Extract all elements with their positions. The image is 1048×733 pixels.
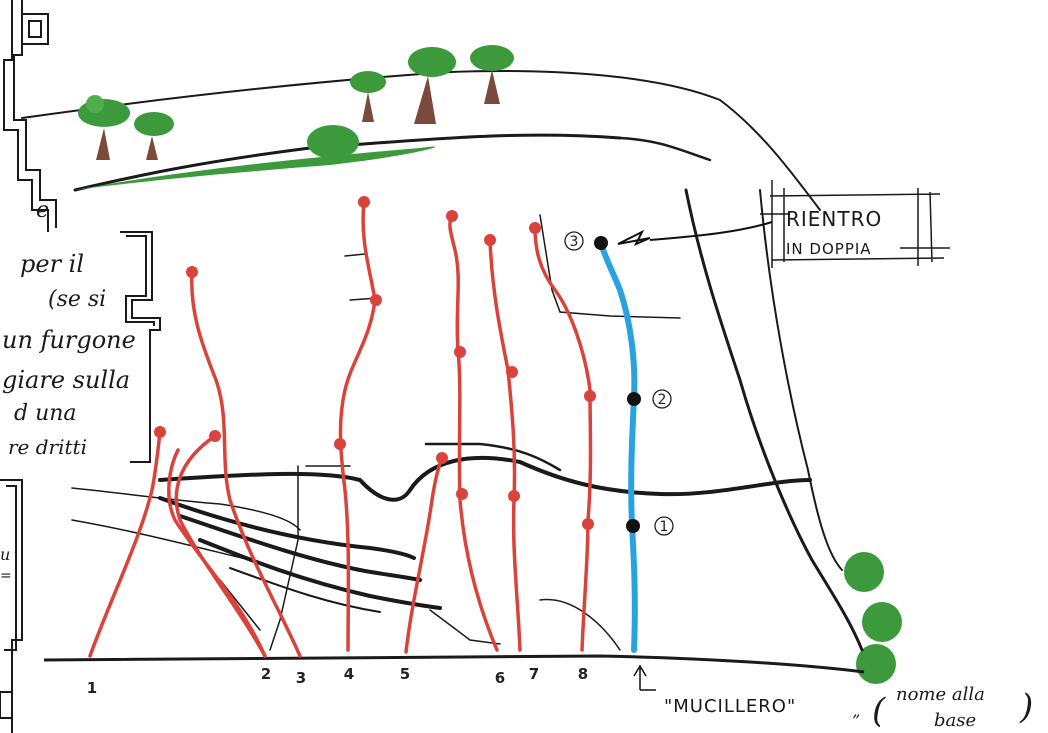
red-anchor-dots xyxy=(154,196,596,530)
route-anchor-dot xyxy=(446,210,458,222)
base-name-closing-mark: ” xyxy=(852,711,860,730)
belay-label-ring-3 xyxy=(564,231,584,251)
rientro-line-2: IN DOPPIA xyxy=(786,240,872,258)
bush-icon xyxy=(307,125,359,159)
route-numbers: 1 2 3 4 5 6 7 8 xyxy=(87,665,588,697)
route-number-6: 6 xyxy=(495,669,505,687)
route-anchor-dot xyxy=(154,426,166,438)
side-note-line-5: giare sulla xyxy=(2,366,130,394)
route-line-4 xyxy=(338,200,377,652)
base-note: "MUCILLERO" ” ( nome alla base ) xyxy=(633,664,1033,731)
side-note: e per il (se si un furgone giare sulla d… xyxy=(0,198,136,584)
route-anchor-dot xyxy=(484,234,496,246)
edge-fragment-2: = xyxy=(0,568,12,584)
belay-label-1: 1 xyxy=(660,519,669,535)
side-note-line-6: d una xyxy=(14,401,77,426)
route-anchor-dot xyxy=(436,452,448,464)
route-anchor-dot xyxy=(529,222,541,234)
trees xyxy=(78,45,902,684)
belay-label-ring-2 xyxy=(652,389,672,409)
tree-icon xyxy=(78,95,130,160)
ground-line xyxy=(43,654,865,674)
route-anchor-dot xyxy=(456,488,468,500)
belay-label-3: 3 xyxy=(570,234,579,250)
route-number-5: 5 xyxy=(400,665,410,683)
route-anchor-dot xyxy=(584,390,596,402)
arrow-up-icon xyxy=(633,664,656,691)
frame-bottom-mark xyxy=(0,691,13,719)
rientro-line-1: RIENTRO xyxy=(786,207,882,231)
tree-icon xyxy=(408,47,456,124)
route-line-2a xyxy=(174,434,267,658)
rock-features xyxy=(71,188,864,652)
route-anchor-dot xyxy=(186,266,198,278)
multipitch-route: 1 2 3 xyxy=(564,231,674,653)
frame-corner-mark xyxy=(21,13,49,45)
rientro-callout: RIENTRO IN DOPPIA xyxy=(617,180,950,268)
grass-patch xyxy=(75,146,436,190)
plateau xyxy=(21,70,821,211)
route-anchor-dot xyxy=(370,294,382,306)
arrow-left-icon xyxy=(617,229,651,246)
route-number-1: 1 xyxy=(87,679,97,697)
route-number-2: 2 xyxy=(261,665,271,683)
callout-leader-line xyxy=(649,221,773,241)
route-anchor-dot xyxy=(506,366,518,378)
left-frame xyxy=(0,0,161,733)
red-routes xyxy=(88,200,593,658)
route-anchor-dot xyxy=(209,430,221,442)
belay-dot-2 xyxy=(627,392,641,406)
route-number-3: 3 xyxy=(296,669,306,687)
belay-dot-3 xyxy=(594,236,608,250)
base-note-line-2: base xyxy=(934,710,976,731)
frame-corner-mark-inner xyxy=(28,20,42,38)
route-line-2b xyxy=(167,448,267,658)
callout-box xyxy=(760,180,950,268)
base-paren-open: ( xyxy=(872,691,886,731)
route-line-7 xyxy=(533,226,593,652)
route-line-6a xyxy=(448,214,499,652)
route-line-1 xyxy=(88,430,162,658)
side-note-line-4: un furgone xyxy=(2,326,136,354)
base-paren-close: ) xyxy=(1019,687,1033,727)
tree-icon xyxy=(350,71,386,122)
side-note-line-1: e xyxy=(36,198,49,223)
edge-fragment-1: u xyxy=(0,545,10,564)
belay-label-2: 2 xyxy=(658,392,667,408)
route-anchor-dot xyxy=(358,196,370,208)
side-note-line-7: re dritti xyxy=(8,435,87,459)
tree-icon xyxy=(134,112,174,160)
route-line-3 xyxy=(189,270,302,658)
belay-label-ring-1 xyxy=(654,516,674,536)
route-number-7: 7 xyxy=(529,665,539,683)
route-line-6b xyxy=(488,238,522,652)
route-anchor-dot xyxy=(508,490,520,502)
route-number-8: 8 xyxy=(578,665,588,683)
route-anchor-dot xyxy=(582,518,594,530)
bush-icon xyxy=(844,552,902,684)
side-note-line-3: (se si xyxy=(48,287,106,312)
side-note-line-2: per il xyxy=(20,250,84,278)
base-name: "MUCILLERO" xyxy=(664,696,796,717)
route-anchor-dot xyxy=(454,346,466,358)
route-anchor-dot xyxy=(334,438,346,450)
route-number-4: 4 xyxy=(344,665,354,683)
route-line-multipitch xyxy=(598,240,638,653)
base-note-line-1: nome alla xyxy=(896,684,985,705)
route-line-5 xyxy=(404,456,444,654)
belay-dot-1 xyxy=(626,519,640,533)
tree-icon xyxy=(470,45,514,104)
